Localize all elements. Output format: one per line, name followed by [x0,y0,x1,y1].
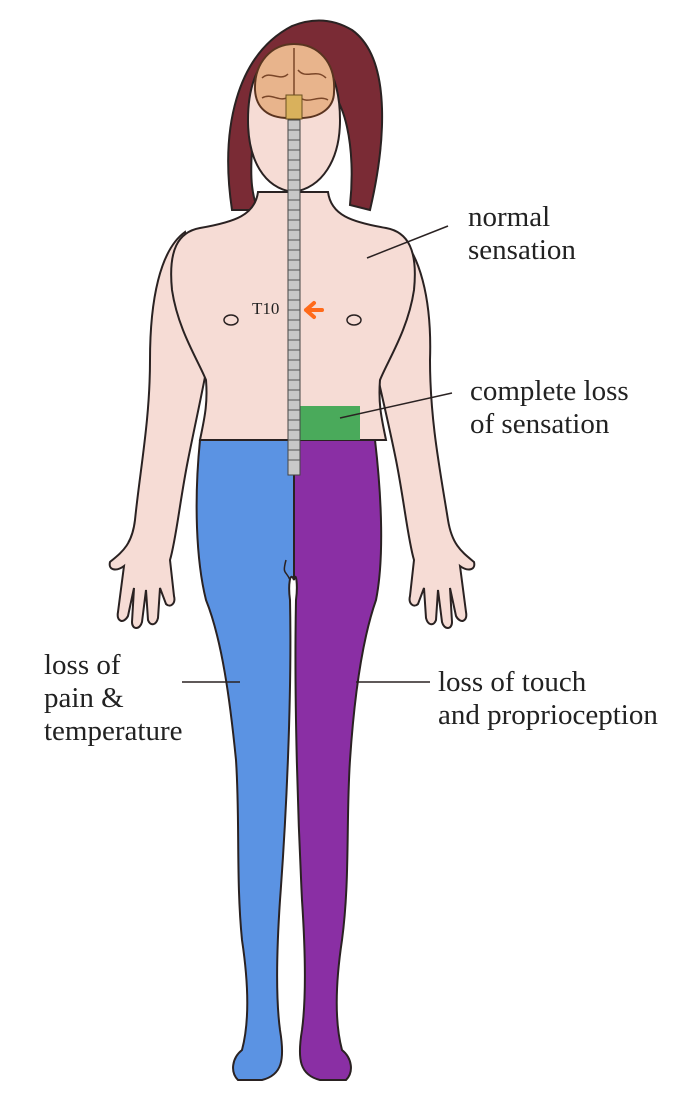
touch-proprioception-label: loss of touch and proprioception [438,666,658,731]
normal-sensation-label: normal sensation [468,201,576,266]
spinal-cord [285,94,303,476]
t10-label: T10 [252,299,280,318]
complete-loss-label: complete loss of sensation [470,375,629,440]
leader-complete-loss [339,392,453,419]
t10-arrow [304,301,324,319]
leader-normal [366,225,449,259]
purple-leg [293,439,383,1081]
green-band [294,406,360,440]
blue-leg [195,439,295,1081]
pain-temperature-label: loss of pain & temperature [44,649,183,747]
